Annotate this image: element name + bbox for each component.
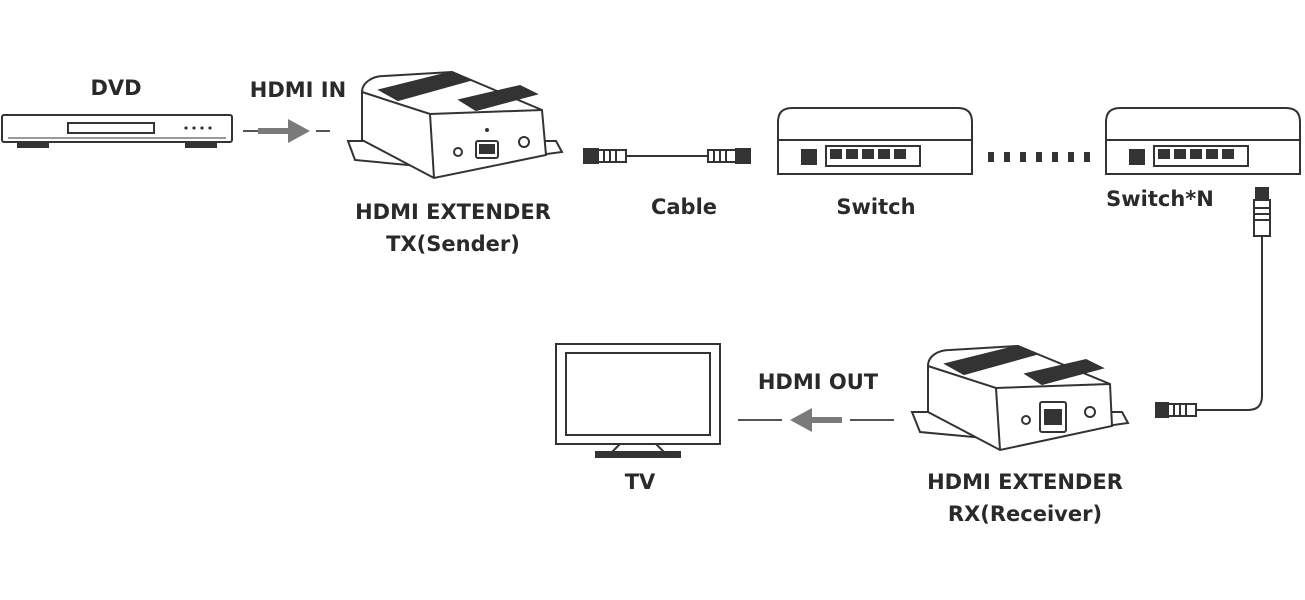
switch-device-icon: [777, 107, 973, 175]
network-cable-icon: [583, 148, 751, 164]
tx-extender-label-line2: TX(Sender): [386, 232, 520, 256]
tx-extender-label-line1: HDMI EXTENDER: [355, 200, 551, 224]
rx-extender-label-line2: RX(Receiver): [947, 502, 1103, 526]
hdmi-in-arrow-icon: [243, 119, 330, 143]
rx-extender-device-icon: [910, 344, 1130, 452]
switch-label: Switch: [836, 195, 916, 219]
dvd-label: DVD: [90, 76, 142, 100]
rx-extender-label-line1: HDMI EXTENDER: [927, 470, 1123, 494]
cable-label: Cable: [650, 195, 718, 219]
tx-extender-label: HDMI EXTENDER TX(Sender): [338, 196, 568, 260]
switch-n-device-icon: [1105, 107, 1301, 175]
switch-to-rx-cable-icon: [1155, 187, 1271, 418]
dvd-player-icon: [1, 114, 233, 148]
switch-n-label: Switch*N: [1106, 187, 1214, 211]
hdmi-out-arrow-icon: [738, 408, 894, 432]
hdmi-in-label: HDMI IN: [249, 78, 347, 102]
tx-extender-device-icon: [346, 70, 564, 180]
hdmi-out-label: HDMI OUT: [757, 370, 879, 394]
dotted-connection-line: [988, 152, 1090, 162]
tv-icon: [555, 343, 721, 458]
rx-extender-label: HDMI EXTENDER RX(Receiver): [910, 466, 1140, 530]
tv-label: TV: [624, 470, 656, 494]
